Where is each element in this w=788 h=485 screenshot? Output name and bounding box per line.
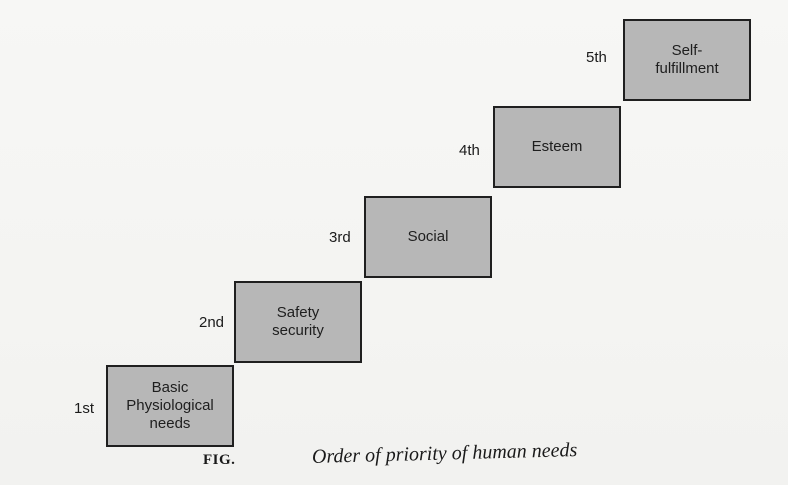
step-box-1: Basic Physiological needs — [106, 365, 234, 447]
figure-label: FIG. — [203, 452, 236, 468]
step-label-3: Social — [407, 228, 449, 245]
step-box-2: Safety security — [234, 281, 362, 363]
step-label-4: Esteem — [531, 138, 583, 155]
rank-label-5: 5th — [586, 49, 607, 66]
step-box-3: Social — [364, 196, 492, 278]
step-box-5: Self- fulfillment — [623, 19, 751, 101]
step-label-2: Safety security — [272, 304, 324, 339]
figure-caption: Order of priority of human needs — [311, 439, 578, 468]
rank-label-1: 1st — [74, 400, 95, 417]
step-label-5: Self- fulfillment — [655, 42, 719, 77]
step-label-1: Basic Physiological needs — [126, 379, 214, 432]
rank-label-4: 4th — [459, 142, 480, 159]
step-box-4: Esteem — [493, 106, 621, 188]
rank-label-3: 3rd — [329, 229, 351, 246]
rank-label-2: 2nd — [199, 314, 225, 331]
